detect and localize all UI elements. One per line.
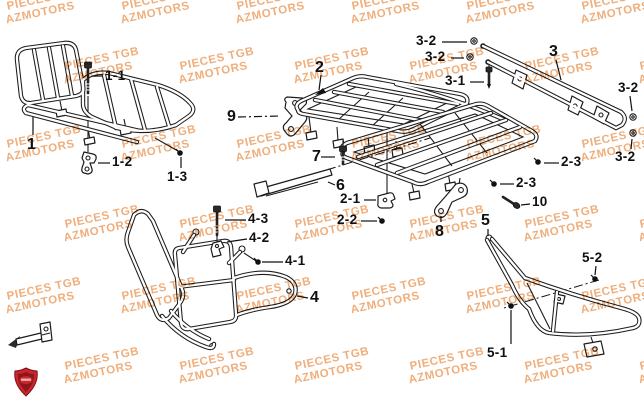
bolt-4-3	[213, 205, 221, 237]
bolt-7	[339, 139, 347, 166]
bolt-1-1	[84, 61, 92, 95]
spacer-3-2-a	[470, 37, 478, 45]
support-bar-6	[253, 168, 333, 198]
bracket-8	[433, 177, 468, 219]
bracket-9	[282, 96, 308, 137]
spacer-3-2-d	[629, 129, 637, 137]
bolt-10	[501, 195, 521, 209]
spacer-3-2-b	[466, 53, 474, 61]
bolt-3-1	[485, 66, 493, 89]
clamp-4-2	[210, 236, 225, 258]
rear-bumper	[484, 234, 642, 358]
callout-leader-lines	[32, 41, 633, 344]
side-rail-3	[480, 43, 627, 131]
tgb-logo	[14, 367, 38, 397]
spacer-3-2-c	[629, 113, 637, 121]
direction-indicator-part	[8, 321, 53, 348]
clamp-2-1	[377, 192, 396, 209]
rear-luggage-rack-upper	[294, 74, 508, 193]
clamp-1-2	[81, 151, 97, 175]
front-luggage-rack	[14, 40, 196, 152]
front-bumper	[124, 209, 298, 351]
rear-luggage-rack-lower	[261, 101, 539, 201]
